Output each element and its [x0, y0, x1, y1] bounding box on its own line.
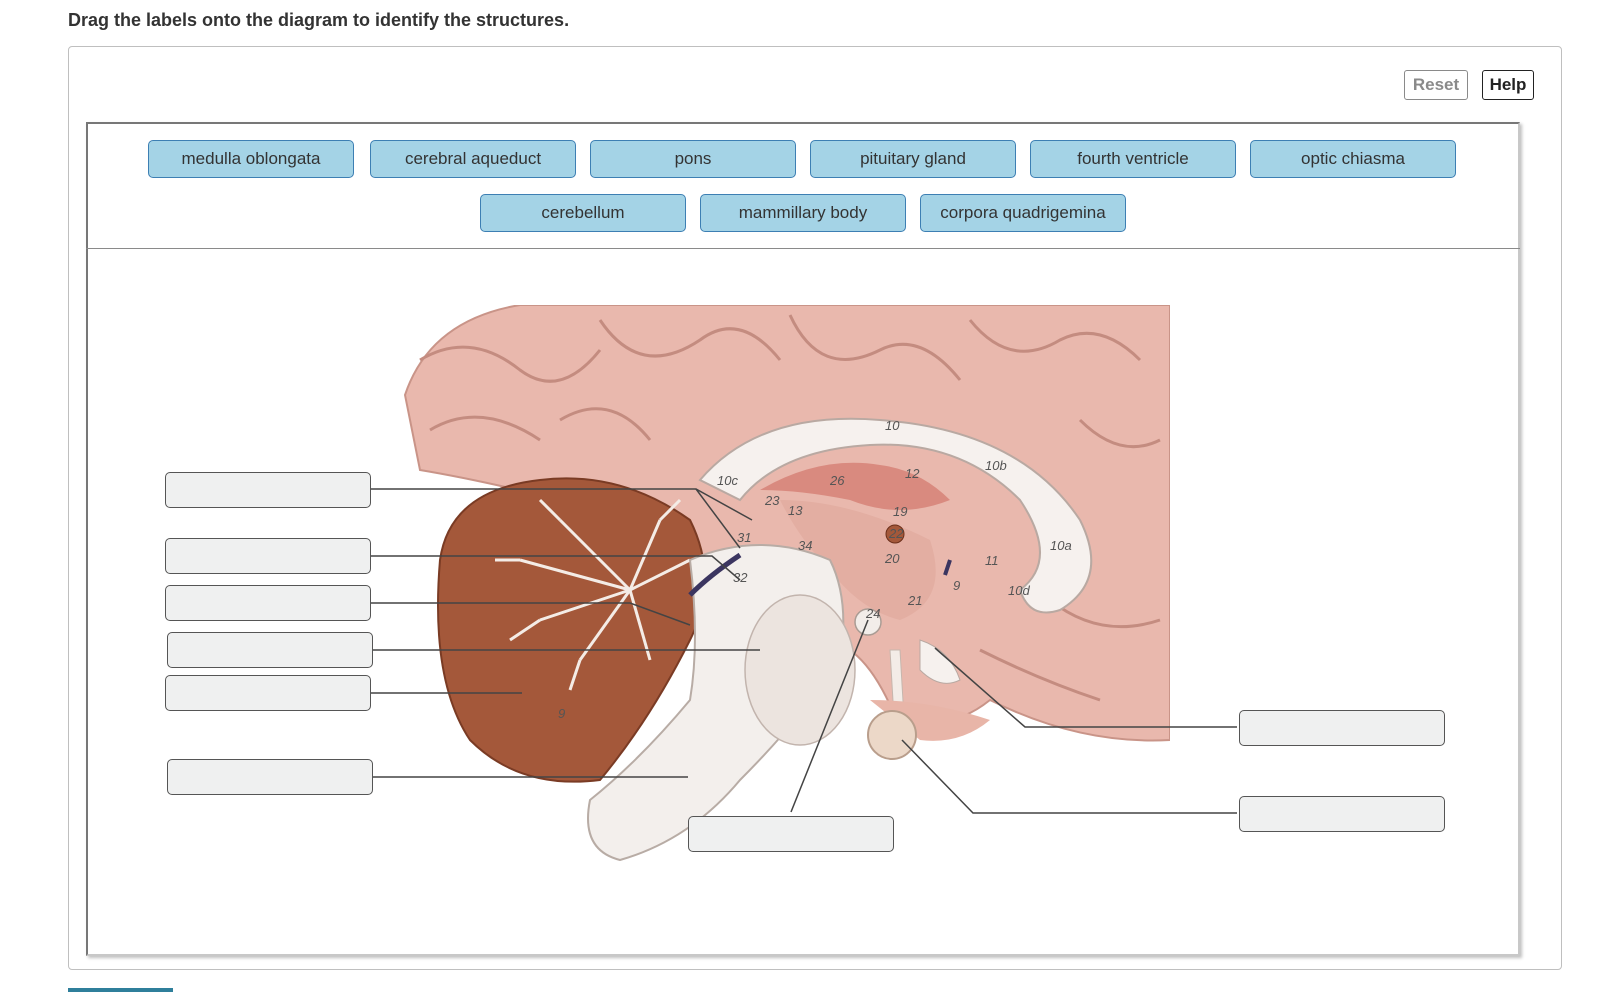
drop-target-5[interactable]: [165, 675, 371, 711]
label-chip-fourth-ventricle[interactable]: fourth ventricle: [1030, 140, 1236, 178]
drop-target-9[interactable]: [1239, 796, 1445, 832]
label-chip-cerebellum[interactable]: cerebellum: [480, 194, 686, 232]
label-chip-mammillary-body[interactable]: mammillary body: [700, 194, 906, 232]
drop-target-4[interactable]: [167, 632, 373, 668]
submit-button-edge[interactable]: [68, 988, 173, 992]
label-chip-corpora-quadrigemina[interactable]: corpora quadrigemina: [920, 194, 1126, 232]
drop-target-3[interactable]: [165, 585, 371, 621]
instruction-text: Drag the labels onto the diagram to iden…: [68, 10, 570, 30]
reset-button[interactable]: Reset: [1404, 70, 1468, 100]
drop-target-1[interactable]: [165, 472, 371, 508]
label-bank-divider: [86, 248, 1520, 249]
help-button[interactable]: Help: [1482, 70, 1534, 100]
label-chip-pons[interactable]: pons: [590, 140, 796, 178]
drop-target-7[interactable]: [688, 816, 894, 852]
label-chip-optic-chiasma[interactable]: optic chiasma: [1250, 140, 1456, 178]
label-chip-cerebral-aqueduct[interactable]: cerebral aqueduct: [370, 140, 576, 178]
drop-target-2[interactable]: [165, 538, 371, 574]
drop-target-6[interactable]: [167, 759, 373, 795]
label-chip-medulla-oblongata[interactable]: medulla oblongata: [148, 140, 354, 178]
label-chip-pituitary-gland[interactable]: pituitary gland: [810, 140, 1016, 178]
drop-target-8[interactable]: [1239, 710, 1445, 746]
